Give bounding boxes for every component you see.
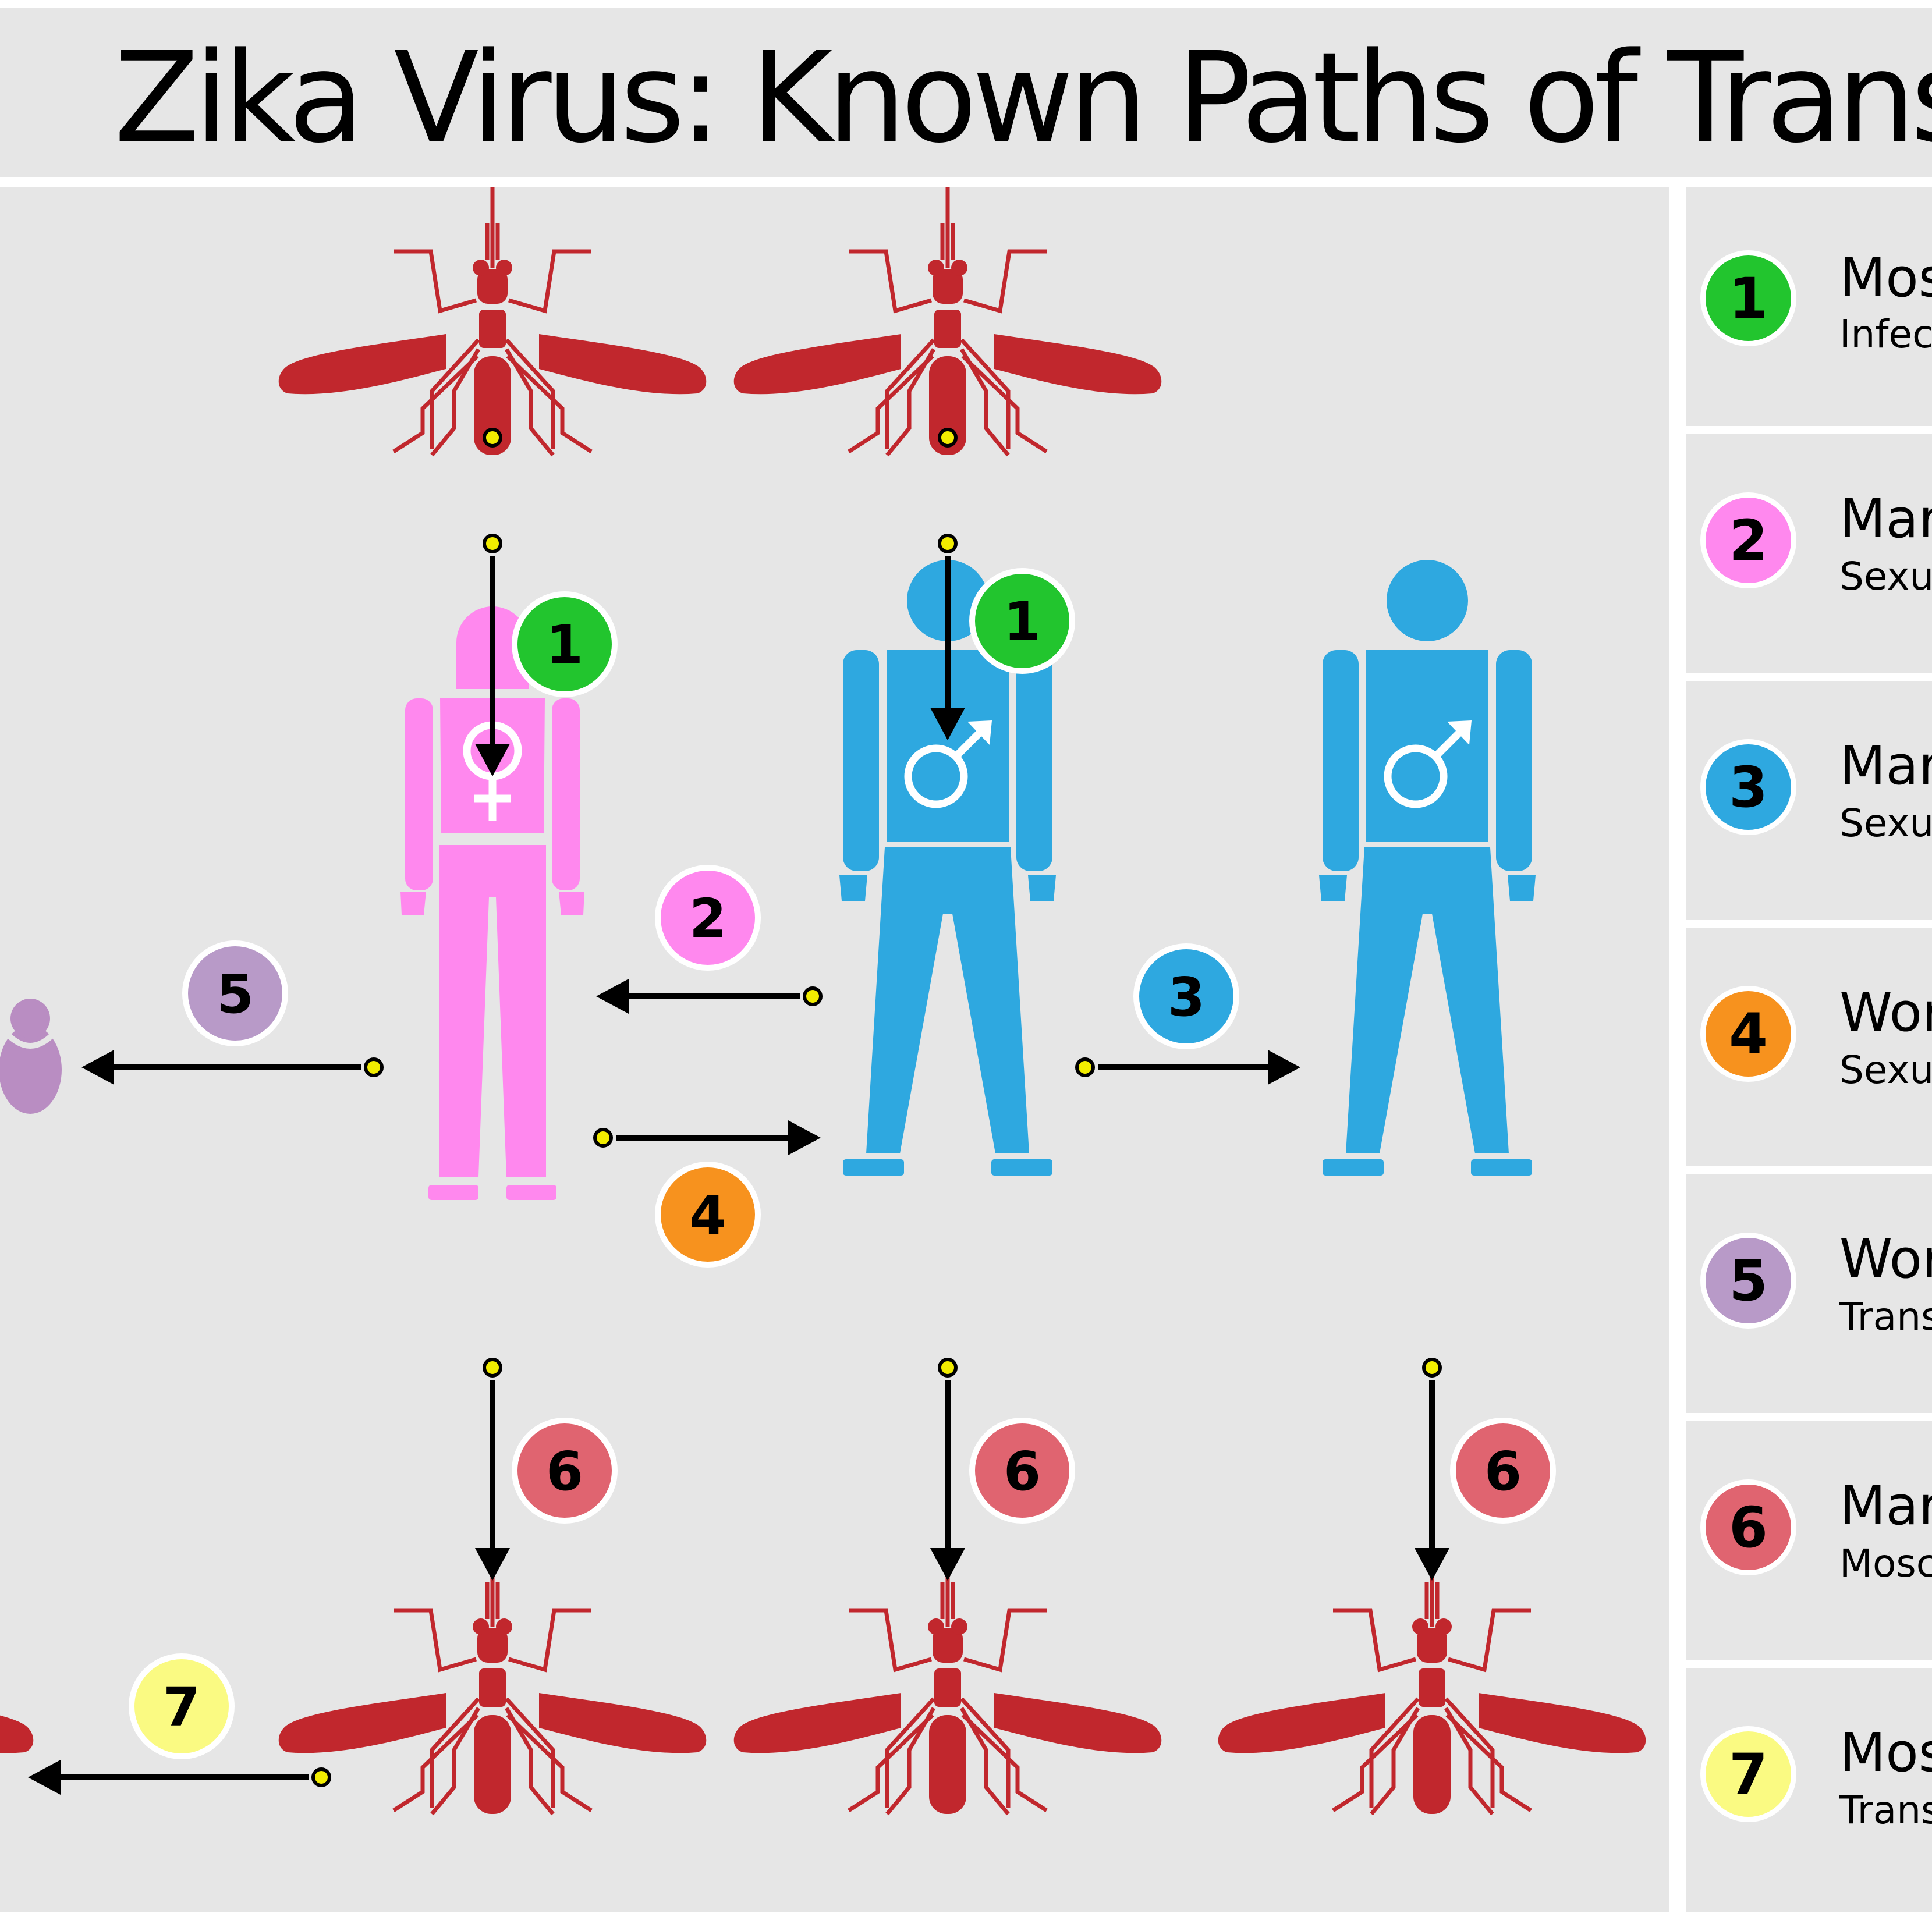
path-badge: 1 bbox=[969, 568, 1075, 674]
path-badge: 1 bbox=[512, 591, 618, 697]
legend-badge: 3 bbox=[1700, 739, 1796, 835]
legend-row: 5 Wor Trans bbox=[1686, 1174, 1932, 1405]
baby-icon bbox=[0, 999, 62, 1114]
path-badge: 4 bbox=[655, 1162, 761, 1268]
badge-number: 6 bbox=[1004, 1440, 1041, 1503]
badge-number: 6 bbox=[1484, 1440, 1522, 1503]
legend-description: Mosc bbox=[1839, 1541, 1932, 1586]
diagram-canvas: 1 1 2 3 4 5 6 6 6 7 bbox=[0, 187, 1669, 1912]
legend-row: 4 Wor Sexua bbox=[1686, 928, 1932, 1158]
legend-description: Trans bbox=[1839, 1788, 1932, 1833]
path-badge: 2 bbox=[655, 865, 761, 971]
legend-description: Infect bbox=[1839, 312, 1932, 357]
badge-number: 1 bbox=[1004, 591, 1041, 653]
transmission-arrow bbox=[596, 979, 823, 1014]
legend-label: Mar bbox=[1839, 734, 1932, 797]
legend-panel: 1 Mos Infect 2 Mar Sexua 3 Mar Sexua 4 W… bbox=[1686, 187, 1932, 1912]
badge-number: 5 bbox=[217, 963, 254, 1025]
legend-label: Wor bbox=[1839, 981, 1932, 1043]
man-icon bbox=[1319, 560, 1536, 1176]
legend-row: 6 Mar Mosc bbox=[1686, 1421, 1932, 1652]
legend-badge: 7 bbox=[1700, 1726, 1796, 1822]
transmission-arrow bbox=[475, 1358, 510, 1581]
badge-number: 4 bbox=[689, 1184, 726, 1247]
transmission-arrow bbox=[1075, 1050, 1300, 1085]
legend-divider bbox=[1686, 1660, 1932, 1668]
badge-number: 6 bbox=[546, 1440, 583, 1503]
header-bar: Zika Virus: Known Paths of Transmiss bbox=[0, 8, 1932, 177]
connector-dot bbox=[938, 428, 958, 448]
mosquito-icon bbox=[279, 187, 707, 455]
legend-badge: 6 bbox=[1700, 1479, 1796, 1575]
transmission-arrow bbox=[930, 534, 965, 740]
connector-dot bbox=[483, 428, 502, 448]
mosquito-icon bbox=[0, 1546, 33, 1814]
legend-label: Mar bbox=[1839, 488, 1932, 550]
legend-row: 2 Mar Sexua bbox=[1686, 434, 1932, 665]
path-badge: 7 bbox=[129, 1653, 235, 1759]
transmission-arrow bbox=[475, 534, 510, 776]
legend-divider bbox=[1686, 673, 1932, 681]
mosquito-icon bbox=[279, 1546, 707, 1814]
legend-label: Mos bbox=[1839, 247, 1932, 309]
transmission-arrow bbox=[930, 1358, 965, 1581]
legend-description: Sexua bbox=[1839, 801, 1932, 846]
legend-description: Sexua bbox=[1839, 554, 1932, 599]
badge-number: 1 bbox=[546, 614, 583, 676]
mosquito-icon bbox=[734, 1546, 1162, 1814]
path-badge: 6 bbox=[512, 1418, 618, 1524]
legend-divider bbox=[1686, 426, 1932, 434]
legend-description: Sexua bbox=[1839, 1048, 1932, 1092]
transmission-diagram: 1 1 2 3 4 5 6 6 6 7 bbox=[0, 187, 1669, 1912]
legend-label: Mar bbox=[1839, 1475, 1932, 1537]
transmission-arrow bbox=[28, 1760, 331, 1795]
path-badge: 5 bbox=[182, 940, 288, 1046]
transmission-arrow bbox=[1415, 1358, 1449, 1581]
legend-row: 7 Mos Trans bbox=[1686, 1668, 1932, 1898]
legend-row: 3 Mar Sexua bbox=[1686, 681, 1932, 911]
legend-row: 1 Mos Infect bbox=[1686, 187, 1932, 418]
legend-label: Mos bbox=[1839, 1721, 1932, 1784]
legend-label: Wor bbox=[1839, 1228, 1932, 1290]
legend-badge: 2 bbox=[1700, 492, 1796, 588]
legend-badge: 1 bbox=[1700, 250, 1796, 346]
path-badge: 6 bbox=[1450, 1418, 1556, 1524]
legend-divider bbox=[1686, 1166, 1932, 1174]
legend-divider bbox=[1686, 920, 1932, 928]
path-badge: 3 bbox=[1133, 943, 1239, 1049]
badge-number: 2 bbox=[689, 888, 726, 950]
badge-number: 3 bbox=[1168, 966, 1205, 1028]
page-title: Zika Virus: Known Paths of Transmiss bbox=[114, 26, 1932, 171]
badge-number: 7 bbox=[163, 1676, 200, 1738]
legend-badge: 5 bbox=[1700, 1233, 1796, 1329]
mosquito-icon bbox=[734, 187, 1162, 455]
transmission-arrow bbox=[81, 1050, 384, 1085]
transmission-arrow bbox=[593, 1120, 821, 1155]
legend-description: Trans bbox=[1839, 1294, 1932, 1339]
mosquito-icon bbox=[1218, 1546, 1646, 1814]
legend-badge: 4 bbox=[1700, 986, 1796, 1082]
path-badge: 6 bbox=[969, 1418, 1075, 1524]
legend-divider bbox=[1686, 1413, 1932, 1421]
